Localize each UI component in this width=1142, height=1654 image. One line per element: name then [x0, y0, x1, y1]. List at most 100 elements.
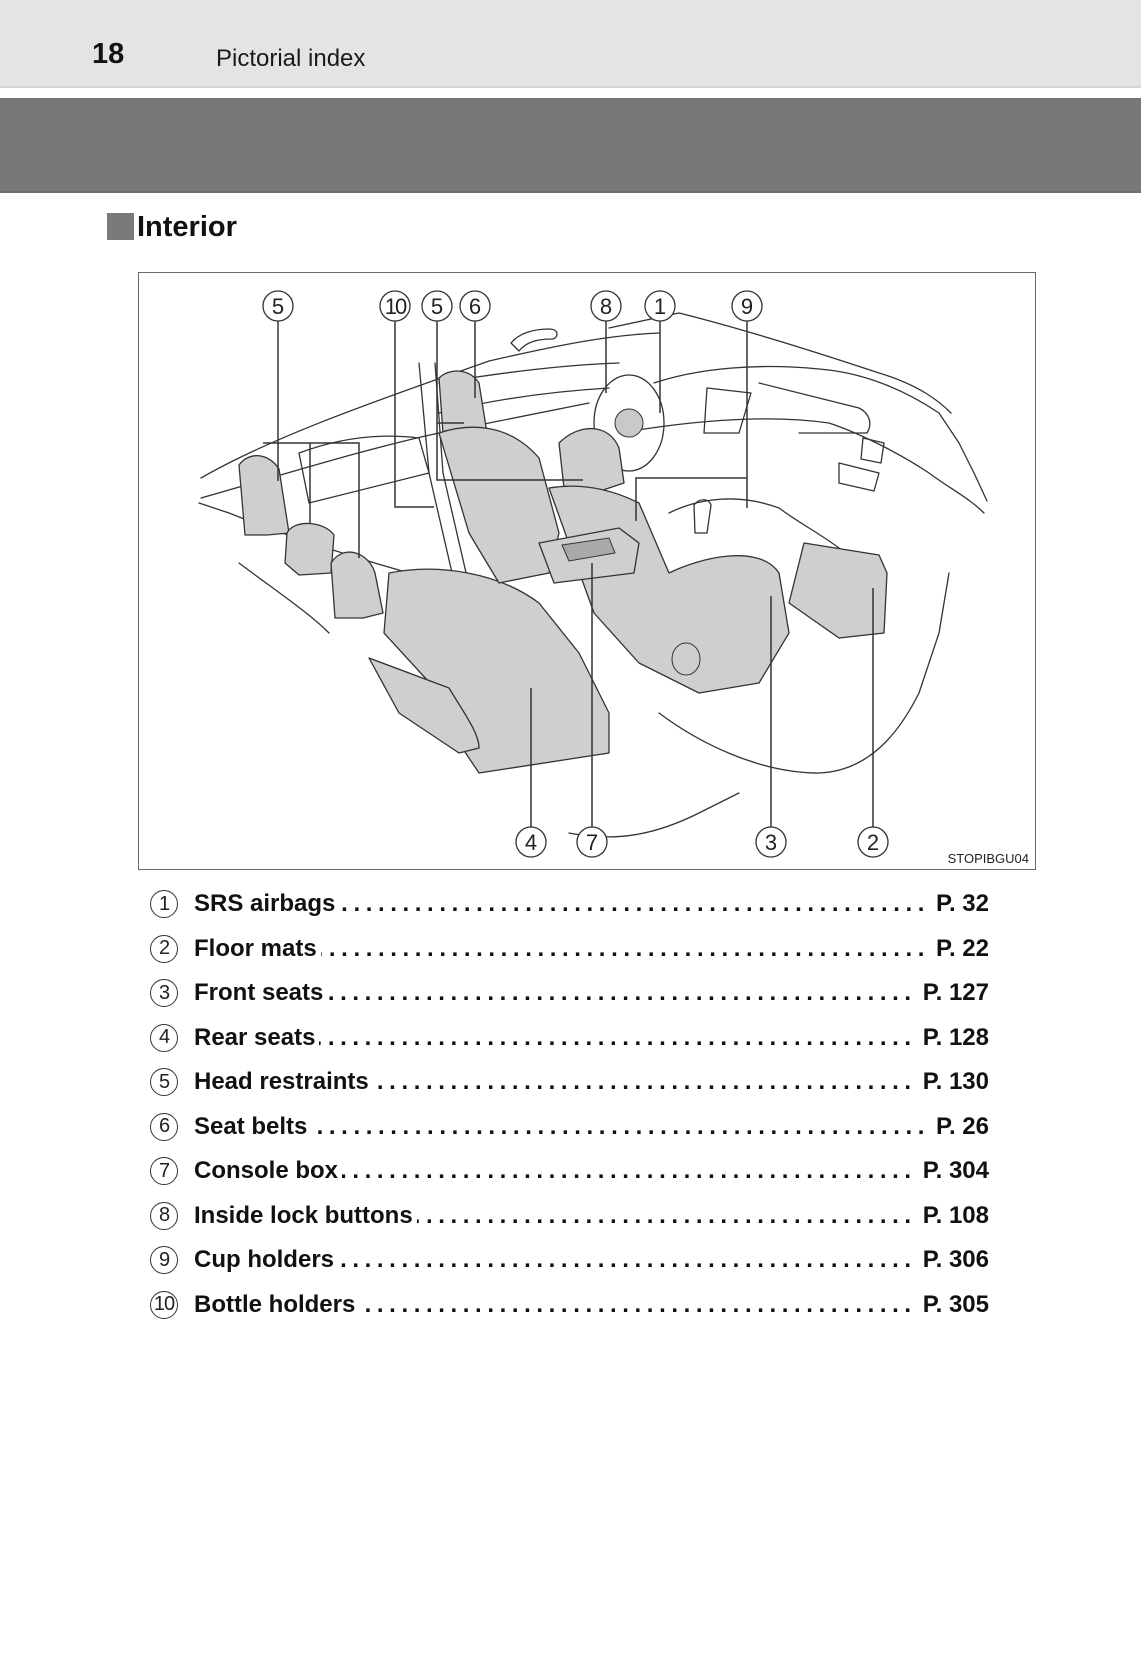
steering-airbag — [614, 408, 644, 438]
page-reference[interactable]: P. 128 — [922, 1023, 989, 1051]
front-floor-mat — [788, 542, 888, 639]
rear-armrest — [368, 657, 480, 754]
number-badge: 7 — [150, 1157, 178, 1186]
index-label: Console box — [194, 1157, 339, 1185]
seat-recliner-knob — [671, 642, 701, 676]
rear-door-card — [298, 435, 430, 504]
page-reference[interactable]: P. 108 — [922, 1201, 989, 1229]
index-label: Cup holders — [194, 1246, 335, 1274]
index-label: SRS airbags — [194, 890, 336, 918]
roof-line — [200, 332, 660, 479]
callout-10: 10 — [379, 290, 411, 322]
number-badge: 1 — [150, 890, 178, 919]
index-label: Front seats — [194, 979, 324, 1007]
number-badge: 6 — [150, 1112, 178, 1141]
section-title: Pictorial index — [216, 45, 366, 72]
svg-text:8: 8 — [600, 294, 612, 319]
index-item-floor-mats[interactable]: 2 Floor mats ...........................… — [145, 927, 995, 972]
callouts-bottom: 4 7 3 2 — [515, 826, 889, 858]
index-label: Head restraints — [194, 1068, 369, 1096]
infotainment-screen — [703, 387, 752, 434]
page-reference[interactable]: P. 32 — [936, 890, 989, 918]
header-band — [0, 98, 1141, 193]
number-badge: 8 — [150, 1201, 178, 1230]
dot-leader: ........................................… — [339, 890, 931, 918]
vent-side — [860, 437, 885, 464]
dot-leader: ........................................… — [417, 1201, 917, 1229]
figure-code: STOPIBGU04 — [947, 851, 1029, 866]
page-reference[interactable]: P. 22 — [936, 934, 989, 962]
rear-center-headrest — [284, 522, 335, 576]
page-reference[interactable]: P. 130 — [922, 1068, 989, 1096]
page-reference[interactable]: P. 127 — [922, 979, 989, 1007]
svg-text:1: 1 — [654, 294, 666, 319]
page-reference[interactable]: P. 304 — [922, 1157, 989, 1185]
front-left-seatback — [438, 426, 560, 584]
dot-leader: ........................................… — [327, 979, 917, 1007]
interior-illustration: 5 10 5 6 8 1 9 4 7 3 2 STOPIBGU04 — [138, 272, 1036, 870]
svg-text:4: 4 — [525, 830, 537, 855]
console-lid-shade — [561, 537, 616, 562]
front-right-seat — [548, 485, 790, 694]
dashboard-body — [618, 418, 985, 514]
callout-9: 9 — [731, 290, 763, 322]
steering-wheel — [593, 374, 665, 472]
shifter — [693, 499, 712, 534]
callout-1: 1 — [644, 290, 676, 322]
index-item-front-seats[interactable]: 3 Front seats ..........................… — [145, 971, 995, 1016]
index-list: 1 SRS airbags ..........................… — [145, 882, 995, 1327]
index-label: Seat belts — [194, 1112, 308, 1140]
svg-text:3: 3 — [765, 830, 777, 855]
page-number: 18 — [92, 38, 125, 70]
rear-left-headrest — [238, 455, 290, 536]
number-badge: 9 — [150, 1246, 178, 1275]
vent-right — [838, 462, 880, 492]
dot-leader: ........................................… — [311, 1112, 931, 1140]
index-label: Bottle holders — [194, 1290, 356, 1318]
dot-leader: ........................................… — [372, 1068, 917, 1096]
page-reference[interactable]: P. 305 — [922, 1290, 989, 1318]
index-item-rear-seats[interactable]: 4 Rear seats ...........................… — [145, 1016, 995, 1061]
rear-seat-cushion — [383, 568, 610, 774]
callout-5a: 5 — [262, 290, 294, 322]
dot-leader: ........................................… — [321, 934, 931, 962]
page-reference[interactable]: P. 306 — [922, 1246, 989, 1274]
svg-text:6: 6 — [469, 294, 481, 319]
callout-4: 4 — [515, 826, 547, 858]
index-item-seat-belts[interactable]: 6 Seat belts ...........................… — [145, 1105, 995, 1150]
index-item-inside-lock-buttons[interactable]: 8 Inside lock buttons ..................… — [145, 1194, 995, 1239]
index-item-bottle-holders[interactable]: 10 Bottle holders ......................… — [145, 1283, 995, 1328]
dot-leader: ........................................… — [338, 1246, 917, 1274]
dot-leader: ........................................… — [342, 1157, 917, 1185]
windshield — [608, 312, 952, 414]
callouts-top: 5 10 5 6 8 1 9 — [262, 290, 763, 322]
index-label: Rear seats — [194, 1023, 316, 1051]
svg-text:7: 7 — [586, 830, 598, 855]
grab-handle — [510, 328, 558, 352]
front-right-headrest — [558, 427, 625, 494]
number-badge: 5 — [150, 1068, 178, 1097]
number-badge: 2 — [150, 934, 178, 963]
svg-text:10: 10 — [385, 294, 407, 319]
index-item-cup-holders[interactable]: 9 Cup holders ..........................… — [145, 1238, 995, 1283]
index-item-head-restraints[interactable]: 5 Head restraints ......................… — [145, 1060, 995, 1105]
page-header-bar: 18 Pictorial index — [0, 0, 1141, 88]
svg-text:9: 9 — [741, 294, 753, 319]
dash-panel — [758, 382, 871, 434]
page-reference[interactable]: P. 26 — [936, 1112, 989, 1140]
index-label: Floor mats — [194, 934, 317, 962]
number-badge: 4 — [150, 1023, 178, 1052]
dashboard-top — [653, 365, 988, 502]
number-badge: 10 — [150, 1290, 178, 1319]
dot-leader: ........................................… — [359, 1290, 917, 1318]
index-label: Inside lock buttons — [194, 1201, 413, 1229]
svg-text:5: 5 — [431, 294, 443, 319]
svg-text:2: 2 — [867, 830, 879, 855]
callout-2: 2 — [857, 826, 889, 858]
index-item-srs-airbags[interactable]: 1 SRS airbags ..........................… — [145, 882, 995, 927]
page-heading: Interior — [137, 211, 237, 243]
callout-leaders — [263, 321, 874, 828]
index-item-console-box[interactable]: 7 Console box ..........................… — [145, 1149, 995, 1194]
dot-leader: ........................................… — [319, 1023, 917, 1051]
callout-5b: 5 — [421, 290, 453, 322]
